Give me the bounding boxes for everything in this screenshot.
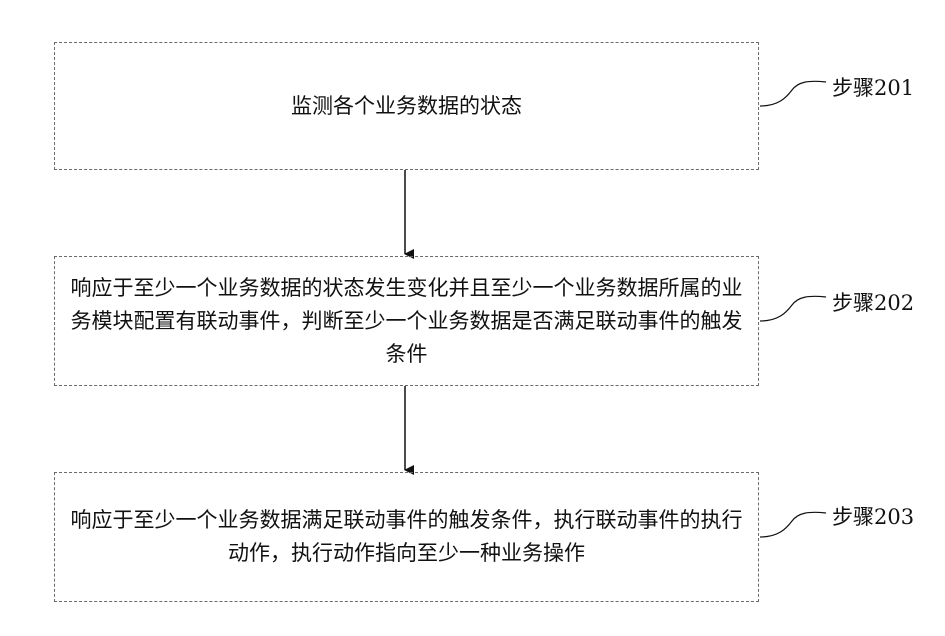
- step-201-text: 监测各个业务数据的状态: [291, 90, 522, 123]
- step-203-text: 响应于至少一个业务数据满足联动事件的触发条件，执行联动事件的执行动作，执行动作指…: [63, 504, 750, 570]
- leader-line-step-203: [760, 512, 826, 537]
- step-203-box: 响应于至少一个业务数据满足联动事件的触发条件，执行联动事件的执行动作，执行动作指…: [54, 472, 759, 602]
- leader-line-step-201: [760, 81, 826, 106]
- step-203-label: 步骤203: [832, 501, 914, 531]
- step-202-text: 响应于至少一个业务数据的状态发生变化并且至少一个业务数据所属的业务模块配置有联动…: [63, 272, 750, 371]
- step-202-box: 响应于至少一个业务数据的状态发生变化并且至少一个业务数据所属的业务模块配置有联动…: [54, 256, 759, 386]
- step-202-label: 步骤202: [832, 287, 914, 317]
- step-201-label: 步骤201: [832, 72, 914, 102]
- step-201-box: 监测各个业务数据的状态: [54, 42, 759, 170]
- leader-line-step-202: [760, 296, 826, 321]
